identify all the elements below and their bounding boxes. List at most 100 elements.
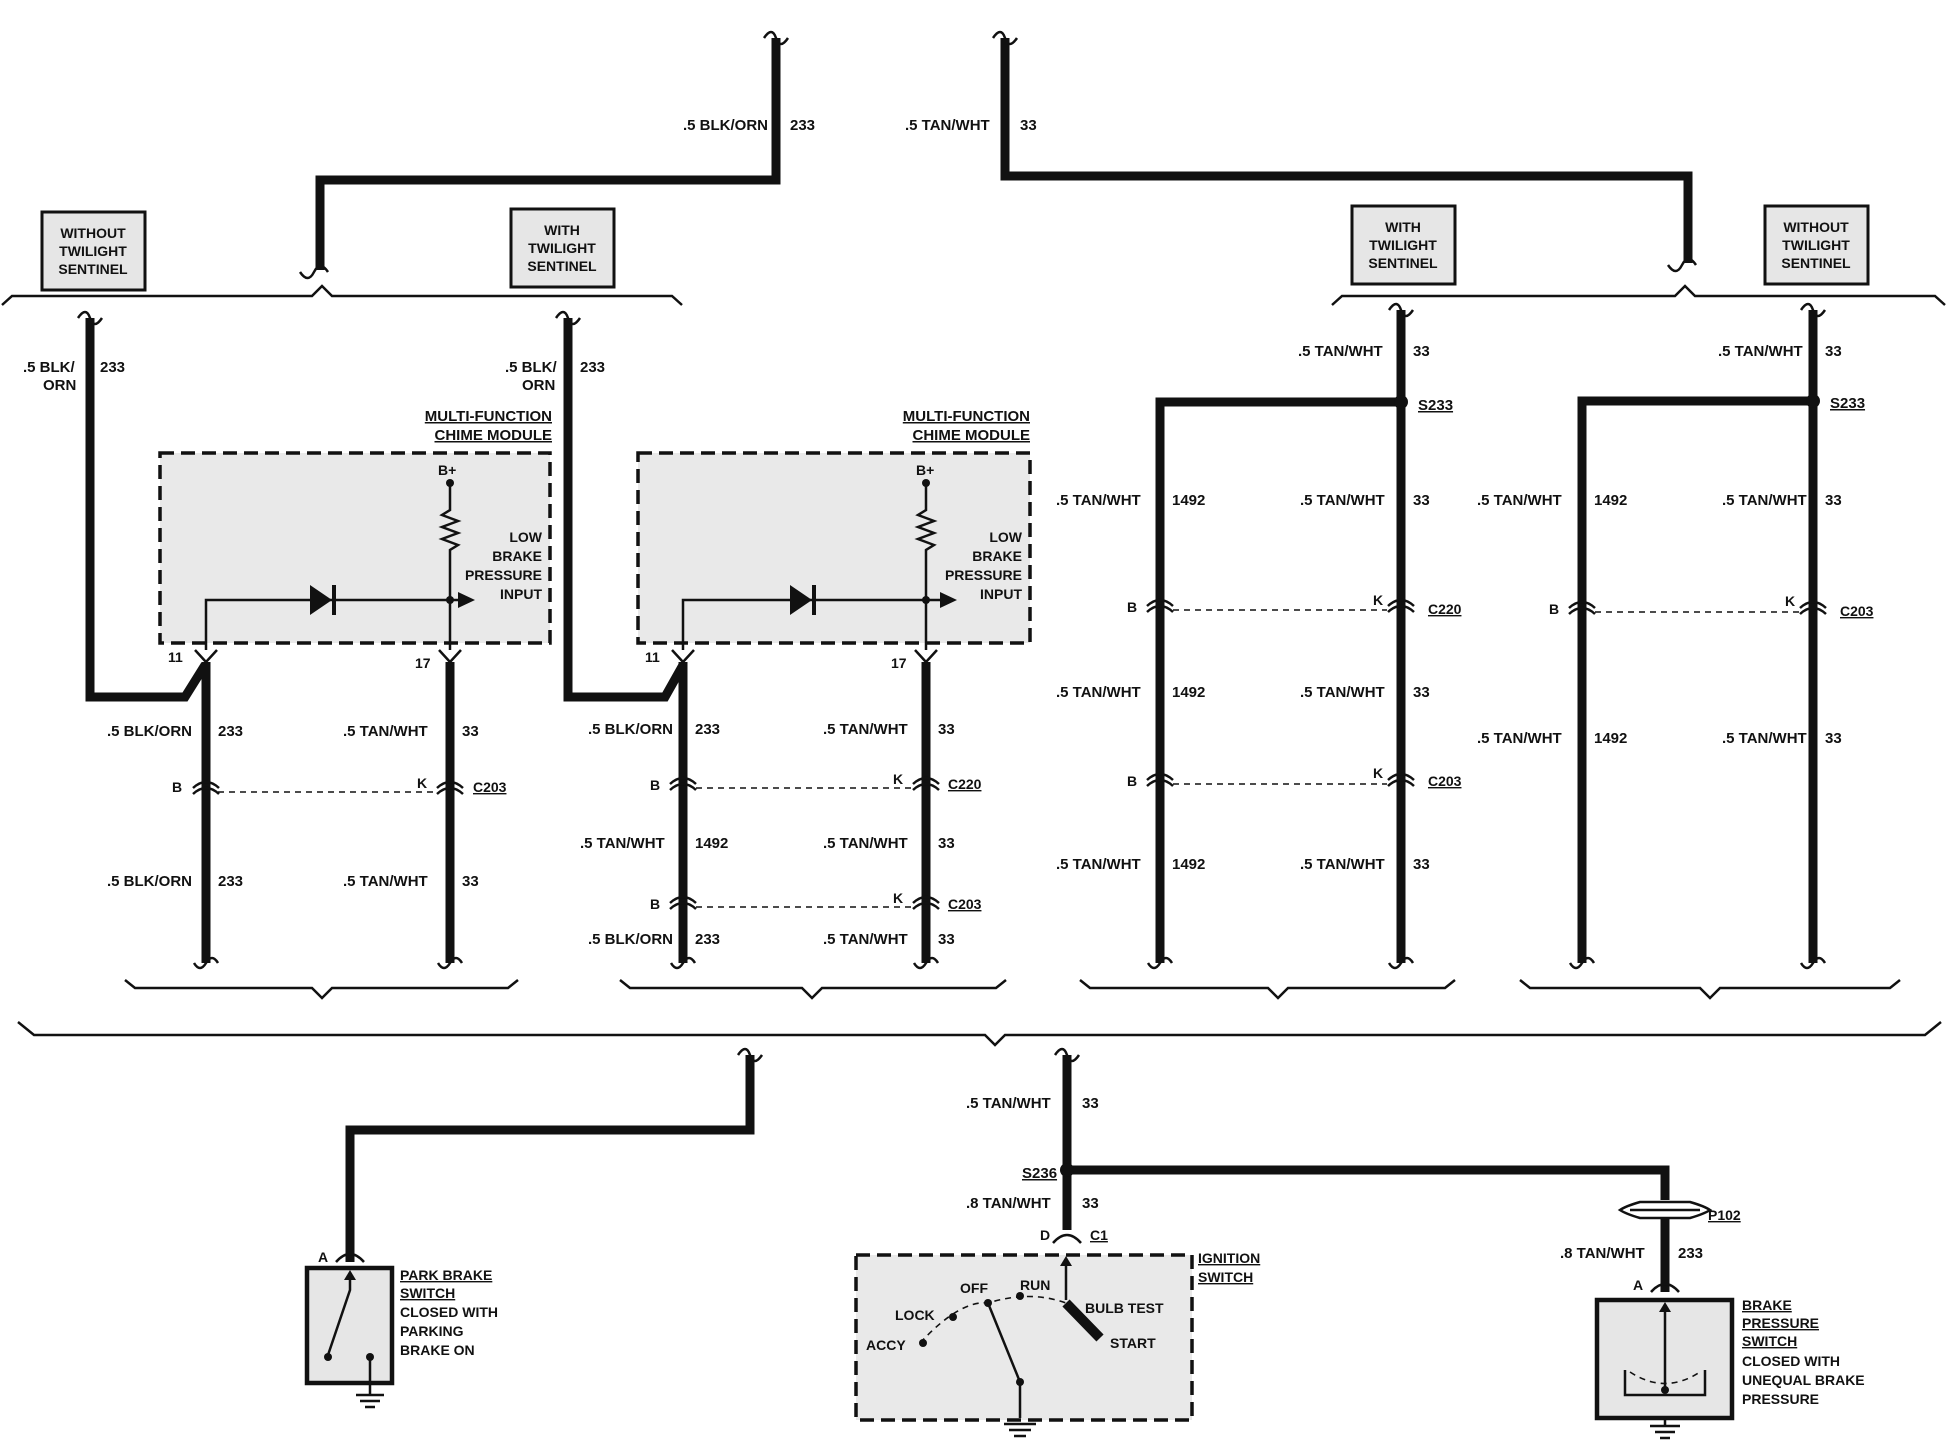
svg-text:SENTINEL: SENTINEL [1781,255,1851,271]
svg-text:.5 TAN/WHT: .5 TAN/WHT [1298,343,1383,360]
svg-text:33: 33 [1825,730,1842,747]
svg-text:A: A [318,1249,328,1265]
svg-text:1492: 1492 [1172,856,1205,873]
svg-text:TWILIGHT: TWILIGHT [59,243,127,259]
svg-text:ORN: ORN [522,377,555,394]
svg-text:UNEQUAL BRAKE: UNEQUAL BRAKE [1742,1372,1865,1388]
svg-text:17: 17 [891,655,907,671]
panel-3: .5 TAN/WHT 33 S233 .5 TAN/WHT 1492 .5 TA… [1056,302,1462,1000]
svg-text:11: 11 [645,649,660,665]
svg-text:.5 TAN/WHT: .5 TAN/WHT [343,723,428,740]
park-brake-switch: A PARK BRAKE SWITCH CLOSED WITH PARKING … [304,1047,764,1409]
circuit-label: 33 [1020,117,1037,134]
svg-text:ORN: ORN [43,377,76,394]
svg-text:SWITCH: SWITCH [400,1285,455,1301]
svg-text:C203: C203 [1840,603,1874,619]
tag-with-twilight-left: WITH TWILIGHT SENTINEL [509,207,616,289]
svg-text:CLOSED WITH: CLOSED WITH [1742,1353,1840,1369]
svg-text:K: K [1785,593,1795,609]
svg-text:33: 33 [938,835,955,852]
svg-text:K: K [893,771,903,787]
svg-text:INPUT: INPUT [980,586,1022,602]
svg-text:.5 TAN/WHT: .5 TAN/WHT [1300,856,1385,873]
svg-text:K: K [893,890,903,906]
svg-text:SENTINEL: SENTINEL [58,261,128,277]
svg-text:CHIME MODULE: CHIME MODULE [435,427,553,444]
svg-text:.5 TAN/WHT: .5 TAN/WHT [1056,856,1141,873]
tag-without-twilight-right: WITHOUT TWILIGHT SENTINEL [1763,204,1870,286]
svg-text:K: K [1373,765,1383,781]
module-title: MULTI-FUNCTION [425,408,552,425]
svg-text:.5 TAN/WHT: .5 TAN/WHT [823,721,908,738]
svg-text:.5 TAN/WHT: .5 TAN/WHT [966,1095,1051,1112]
svg-text:IGNITION: IGNITION [1198,1250,1260,1266]
svg-text:.5 TAN/WHT: .5 TAN/WHT [1722,730,1807,747]
svg-text:SENTINEL: SENTINEL [1368,255,1438,271]
svg-text:LOCK: LOCK [895,1307,935,1323]
svg-text:.5 TAN/WHT: .5 TAN/WHT [823,835,908,852]
svg-text:PRESSURE: PRESSURE [465,567,542,583]
svg-text:D: D [1040,1227,1050,1243]
option-brace-left [1,284,683,306]
svg-text:C203: C203 [948,896,982,912]
svg-text:START: START [1110,1335,1156,1351]
svg-text:C220: C220 [1428,601,1462,617]
svg-text:.5 BLK/ORN: .5 BLK/ORN [107,723,192,740]
svg-text:B: B [172,779,182,795]
svg-text:SENTINEL: SENTINEL [527,258,597,274]
svg-text:33: 33 [938,931,955,948]
svg-text:CLOSED WITH: CLOSED WITH [400,1304,498,1320]
svg-text:33: 33 [1413,856,1430,873]
svg-text:SWITCH: SWITCH [1198,1269,1253,1285]
svg-text:OFF: OFF [960,1280,988,1296]
wire-label: .5 BLK/ORN [683,117,768,134]
svg-text:CHIME MODULE: CHIME MODULE [913,427,1031,444]
svg-text:11: 11 [168,649,183,665]
svg-text:233: 233 [1678,1245,1703,1262]
svg-text:.5 TAN/WHT: .5 TAN/WHT [1477,730,1562,747]
svg-text:.5 BLK/: .5 BLK/ [23,359,76,376]
tag-without-twilight-left: WITHOUT TWILIGHT SENTINEL [40,210,147,292]
svg-text:ACCY: ACCY [866,1337,906,1353]
svg-text:BULB TEST: BULB TEST [1085,1300,1164,1316]
svg-text:233: 233 [100,359,125,376]
svg-text:LOW: LOW [989,529,1022,545]
svg-text:TWILIGHT: TWILIGHT [1782,237,1850,253]
chime-module-box [158,451,552,645]
svg-text:S236: S236 [1022,1165,1057,1182]
top-feed-33: .5 TAN/WHT 33 [905,30,1698,273]
svg-text:S233: S233 [1418,397,1453,414]
svg-text:.5 TAN/WHT: .5 TAN/WHT [1056,684,1141,701]
svg-text:33: 33 [1825,343,1842,360]
svg-text:.5 TAN/WHT: .5 TAN/WHT [1477,492,1562,509]
tag-with-twilight-right: WITH TWILIGHT SENTINEL [1350,204,1457,286]
svg-text:33: 33 [1082,1195,1099,1212]
svg-text:K: K [417,775,427,791]
svg-text:33: 33 [462,723,479,740]
svg-text:B: B [1127,773,1137,789]
svg-text:P102: P102 [1708,1207,1741,1223]
svg-text:B: B [650,777,660,793]
svg-text:233: 233 [580,359,605,376]
svg-text:.5 TAN/WHT: .5 TAN/WHT [580,835,665,852]
ignition-switch: .5 TAN/WHT 33 S236 .8 TAN/WHT 33 D C1 OF… [854,1047,1670,1438]
svg-text:.5 TAN/WHT: .5 TAN/WHT [343,873,428,890]
svg-text:S233: S233 [1830,395,1865,412]
svg-text:1492: 1492 [695,835,728,852]
svg-text:WITHOUT: WITHOUT [1783,219,1849,235]
svg-text:33: 33 [462,873,479,890]
svg-text:.5 BLK/: .5 BLK/ [505,359,558,376]
svg-text:RUN: RUN [1020,1277,1050,1293]
svg-text:PRESSURE: PRESSURE [1742,1315,1819,1331]
option-brace-right [1331,284,1946,306]
svg-text:SWITCH: SWITCH [1742,1333,1797,1349]
svg-text:233: 233 [695,931,720,948]
chime-module-box [636,451,1032,645]
svg-text:B: B [650,896,660,912]
svg-text:33: 33 [1082,1095,1099,1112]
svg-text:BRAKE: BRAKE [972,548,1022,564]
svg-text:B: B [1549,601,1559,617]
svg-text:33: 33 [1413,684,1430,701]
svg-text:.5 TAN/WHT: .5 TAN/WHT [1722,492,1807,509]
